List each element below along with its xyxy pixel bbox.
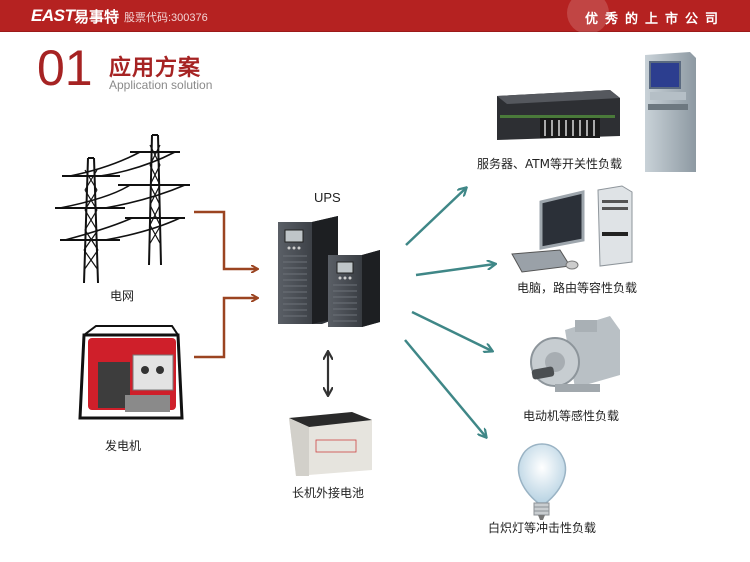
power-tower-icon — [55, 134, 190, 284]
ups-label: UPS — [314, 190, 341, 205]
generator-label: 发电机 — [105, 439, 142, 453]
computer-label: 电脑，路由等容性负载 — [517, 281, 638, 295]
motor-label: 电动机等感性负载 — [523, 409, 620, 423]
slogan: 优秀的上市公司 — [584, 12, 725, 27]
ups-to-bulb-arrow — [404, 339, 486, 437]
ups-to-motor-arrow — [411, 310, 492, 351]
generator-icon — [78, 325, 184, 420]
grid-to-ups-arrow — [194, 210, 257, 269]
battery-label: 长机外接电池 — [292, 486, 365, 500]
banner-highlight — [567, 0, 609, 34]
generator-to-ups-arrow — [194, 298, 257, 359]
server-atm-label: 服务器、ATM等开关性负载 — [477, 157, 622, 171]
section-title: 应用方案 — [109, 56, 202, 81]
section-subtitle: Application solution — [109, 78, 213, 92]
ups-cabinet-icon — [278, 216, 380, 327]
battery-icon — [289, 412, 372, 476]
computer-icon — [511, 185, 633, 273]
light-bulb-icon — [517, 443, 567, 520]
company-logo: EAST — [31, 6, 75, 25]
grid-label: 电网 — [110, 289, 135, 303]
section-number: 01 — [37, 40, 93, 96]
light-bulb-label: 白炽灯等冲击性负载 — [488, 521, 597, 535]
stock-code: 股票代码:300376 — [124, 12, 208, 24]
ups-to-server-arrow — [405, 188, 466, 246]
server-atm-icon — [497, 52, 696, 172]
motor-icon — [530, 316, 620, 392]
ups-to-computer-arrow — [415, 264, 495, 277]
header-banner: EAST 易事特 股票代码:300376 优秀的上市公司 — [0, 0, 750, 34]
company-logo-cn: 易事特 — [74, 8, 120, 26]
